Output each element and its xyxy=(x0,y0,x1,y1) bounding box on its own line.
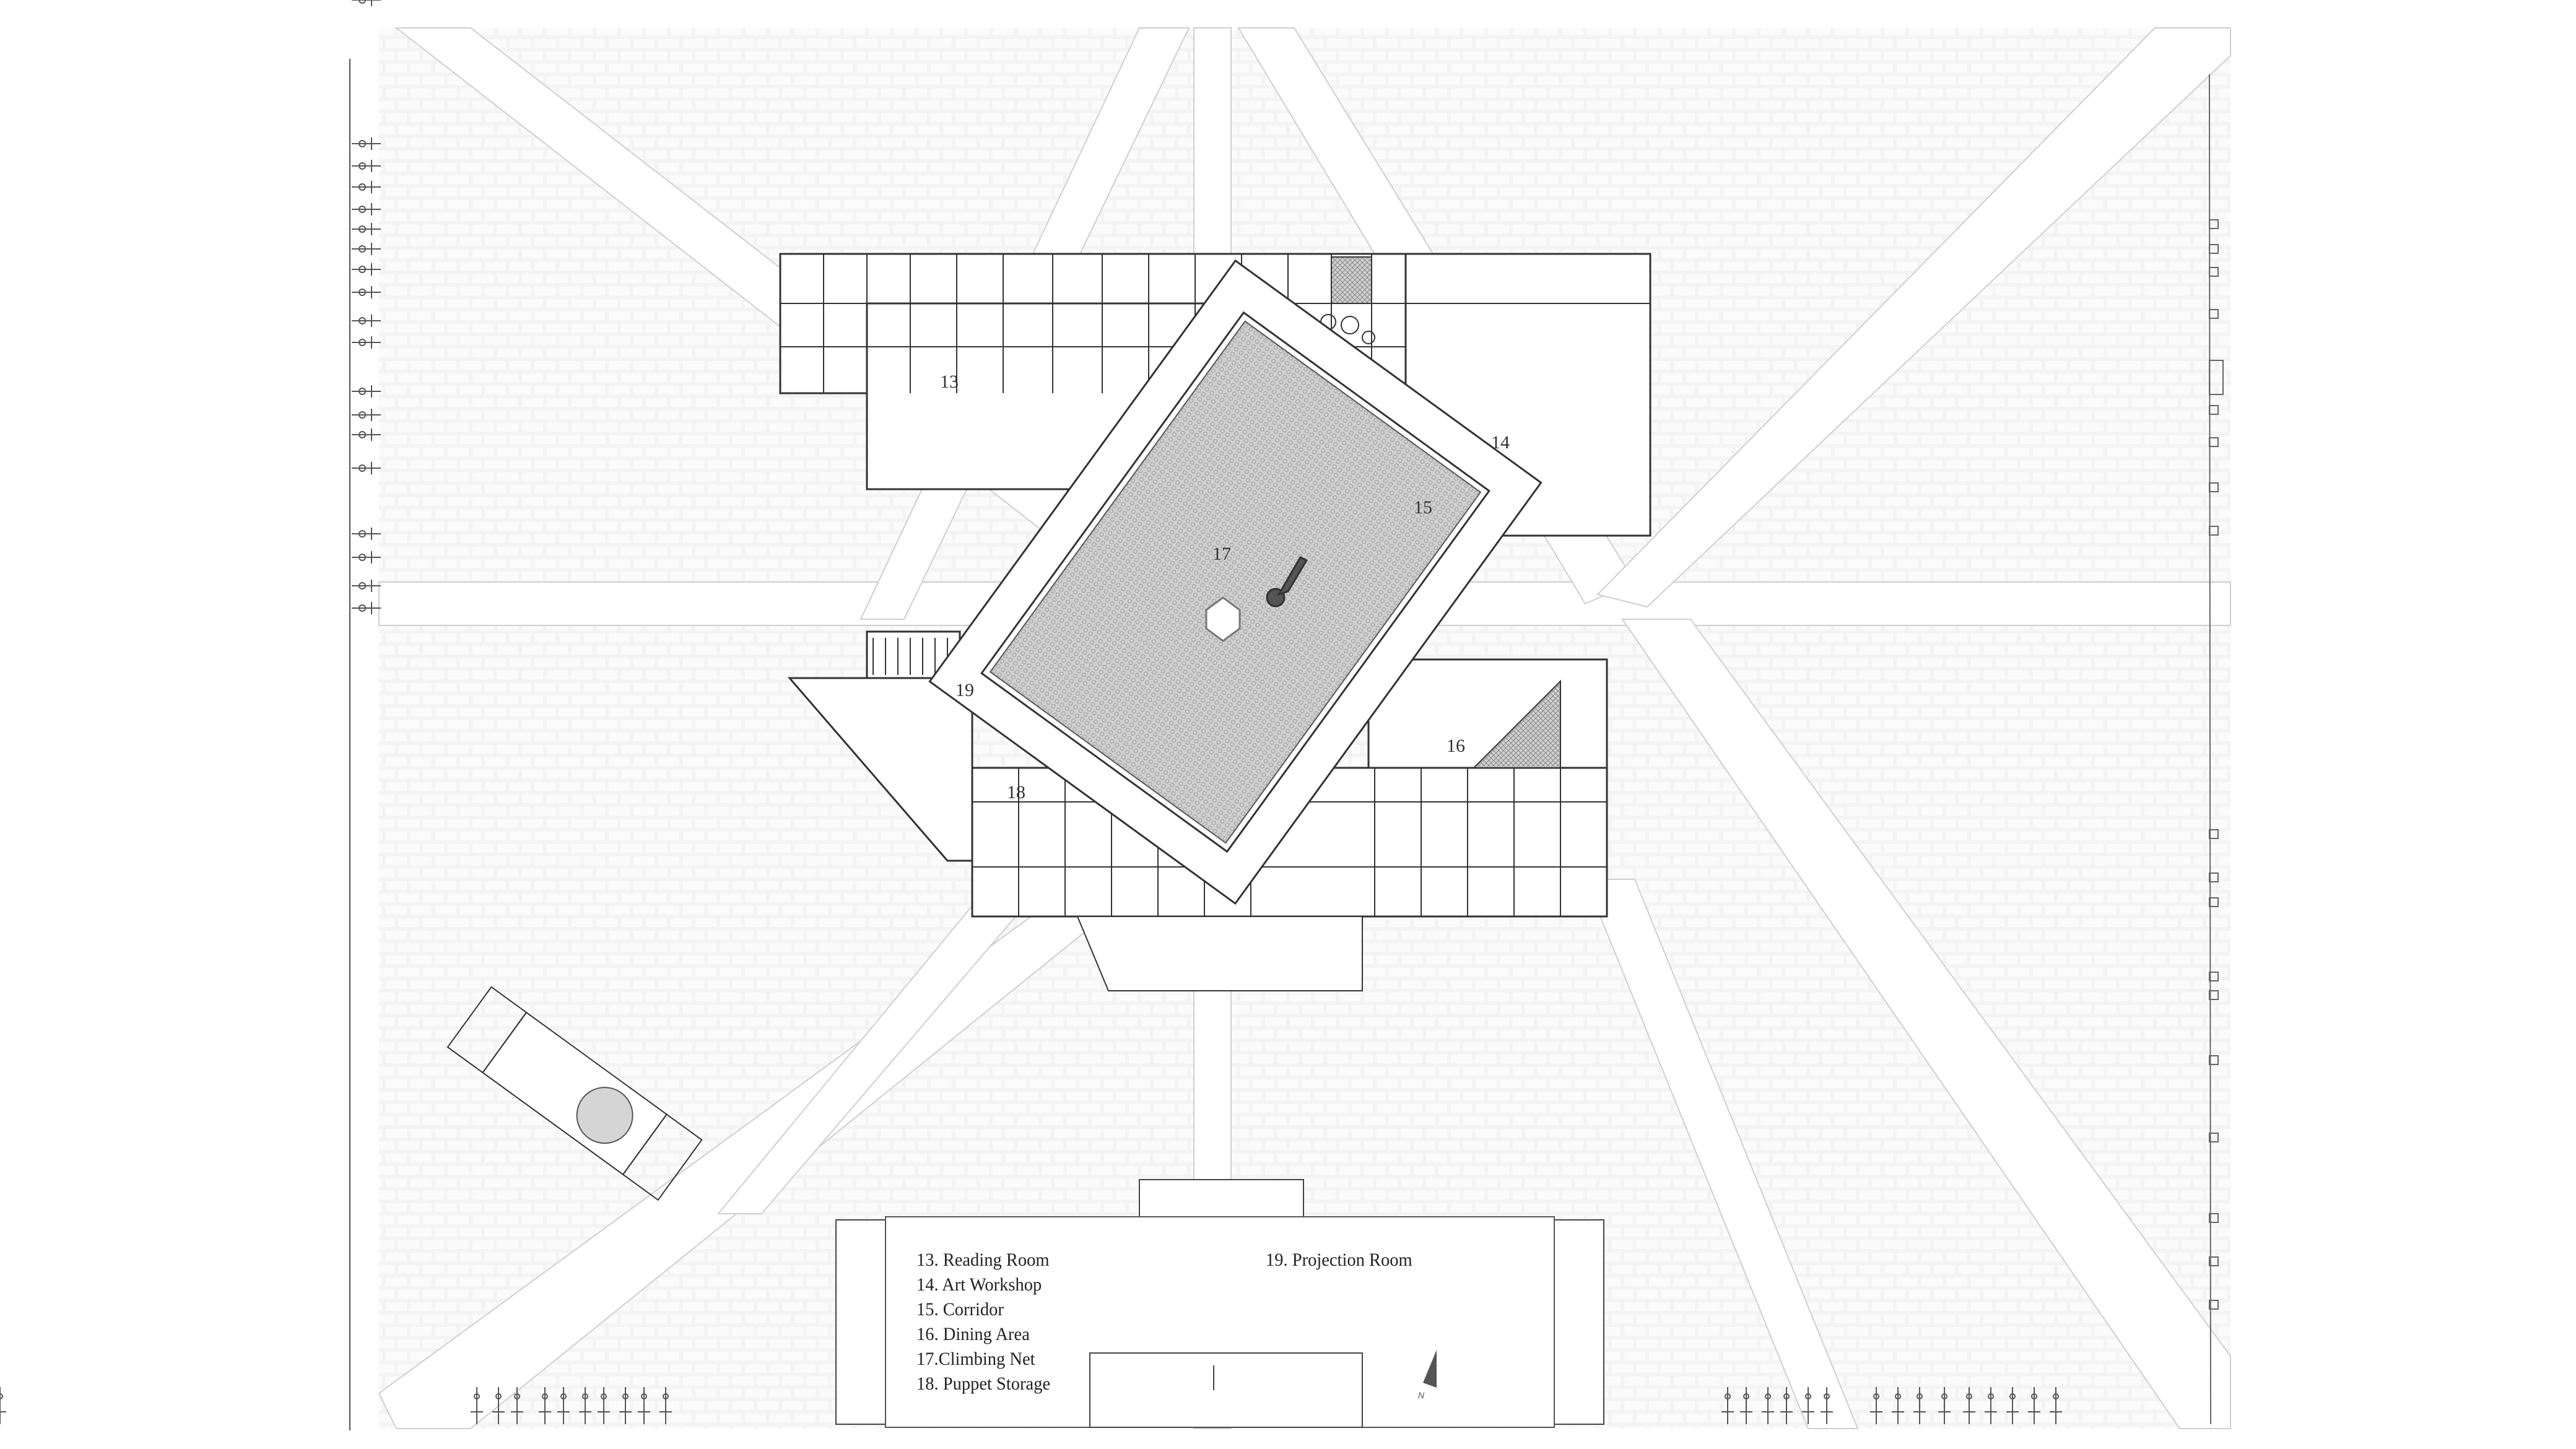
main-building xyxy=(779,253,1651,991)
legend-item-climbing-net: 17.Climbing Net xyxy=(916,1349,1035,1369)
north-arrow-icon xyxy=(1423,1350,1437,1388)
room-label-19: 19 xyxy=(955,680,974,700)
room-label-18: 18 xyxy=(1007,782,1025,803)
legend-item-art-workshop: 14. Art Workshop xyxy=(916,1274,1042,1295)
legend-item-puppet-storage: 18. Puppet Storage xyxy=(916,1373,1051,1394)
room-label-16: 16 xyxy=(1447,736,1465,756)
room-label-17: 17 xyxy=(1212,544,1231,564)
legend-item-projection-room: 19. Projection Room xyxy=(1266,1250,1412,1270)
pavilion xyxy=(446,986,703,1201)
north-label: N xyxy=(1418,1390,1425,1400)
entry-plaza xyxy=(835,1179,1604,1428)
legend-item-reading-room: 13. Reading Room xyxy=(916,1250,1050,1270)
room-legend: 13. Reading Room 14. Art Workshop 15. Co… xyxy=(886,1217,1567,1421)
street-trees-left xyxy=(349,0,381,1430)
street-lights-right xyxy=(2209,74,2224,1425)
room-label-15: 15 xyxy=(1414,497,1432,518)
legend-column-2: 19. Projection Room xyxy=(1266,1248,1420,1273)
room-label-13: 13 xyxy=(940,372,959,392)
street-trees-bottom xyxy=(0,1386,2063,1425)
legend-column-1: 13. Reading Room 14. Art Workshop 15. Co… xyxy=(916,1248,1057,1396)
legend-item-corridor: 15. Corridor xyxy=(916,1299,1004,1320)
north-arrow: N xyxy=(1418,1347,1449,1403)
legend-item-dining-area: 16. Dining Area xyxy=(916,1324,1030,1344)
room-label-14: 14 xyxy=(1491,432,1510,453)
climber-figure xyxy=(1266,556,1308,607)
